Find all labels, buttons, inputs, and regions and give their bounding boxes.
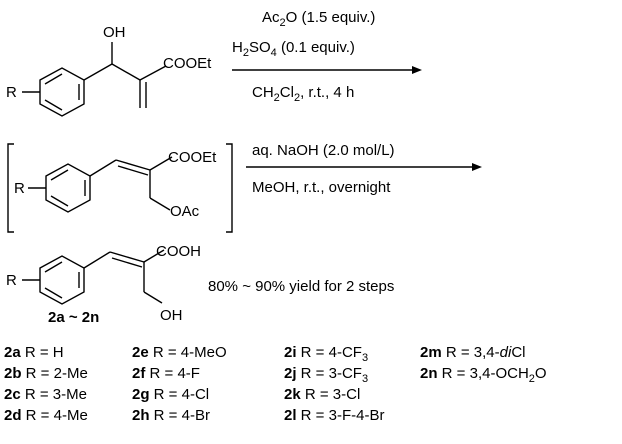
acid-bond: [143, 249, 165, 263]
entry-2a: 2a R = H: [4, 344, 64, 361]
step2-conditions: MeOH, r.t., overnight: [252, 179, 391, 196]
oh-label: OH: [103, 24, 126, 41]
yield-note: 80% ~ 90% yield for 2 steps: [208, 278, 394, 295]
arrow-head: [472, 163, 482, 171]
vinyl-bond: [89, 159, 117, 177]
step2-arrow: aq. NaOH (2.0 mol/L) MeOH, r.t., overnig…: [246, 142, 482, 196]
oac-label: OAc: [170, 203, 200, 220]
arrow-head: [412, 66, 422, 74]
ester-bond: [139, 65, 167, 81]
benzene-ring: [39, 255, 85, 305]
c-c-bond: [111, 63, 141, 81]
vinyl-bond: [83, 251, 111, 269]
entry-2f: 2f R = 4-F: [132, 365, 200, 382]
entry-2l: 2l R = 3-F-4-Br: [284, 407, 384, 424]
step1-reagent1: Ac2O (1.5 equiv.): [262, 9, 375, 29]
r-label: R: [6, 84, 17, 101]
r-label: R: [6, 272, 17, 289]
alkene-double: [111, 257, 143, 268]
cooh-label: COOH: [156, 243, 201, 260]
entry-2e: 2e R = 4-MeO: [132, 344, 227, 361]
step1-arrow: Ac2O (1.5 equiv.) H2SO4 (0.1 equiv.) CH2…: [232, 9, 422, 104]
substituent-table: 2a R = H 2b R = 2-Me 2c R = 3-Me 2d R = …: [4, 344, 547, 424]
left-bracket: [7, 143, 14, 233]
alkene-double: [117, 165, 149, 176]
ring-inner-bond: [44, 73, 63, 85]
entry-2b: 2b R = 2-Me: [4, 365, 88, 382]
step1-conditions: CH2Cl2, r.t., 4 h: [252, 84, 354, 104]
entry-2h: 2h R = 4-Br: [132, 407, 210, 424]
ring-inner-bond: [50, 195, 69, 207]
entry-2g: 2g R = 4-Cl: [132, 386, 209, 403]
ester-bond: [149, 156, 173, 171]
ring-inner-bond: [44, 261, 63, 273]
cooet-label: COOEt: [168, 149, 217, 166]
step1-reagent2: H2SO4 (0.1 equiv.): [232, 39, 355, 59]
cooet-label: COOEt: [163, 55, 212, 72]
product: R COOH OH 2a ~ 2n 80% ~ 90% yield for 2 …: [6, 243, 394, 326]
ring-inner-bond: [44, 287, 63, 299]
oac-bond: [149, 197, 171, 211]
entry-2n: 2n R = 3,4-OCH2O: [420, 365, 547, 385]
oh-bond: [143, 291, 163, 304]
alkene-bond: [109, 251, 145, 263]
entry-2j: 2j R = 3-CF3: [284, 365, 368, 385]
ch-bond: [83, 63, 113, 81]
entry-2c: 2c R = 3-Me: [4, 386, 87, 403]
r-label: R: [14, 180, 25, 197]
entry-2d: 2d R = 4-Me: [4, 407, 88, 424]
ring-inner-bond: [44, 99, 63, 111]
entry-2m: 2m R = 3,4-diCl: [420, 344, 526, 361]
product-range: 2a ~ 2n: [48, 309, 99, 326]
step2-reagent: aq. NaOH (2.0 mol/L): [252, 142, 395, 159]
benzene-ring: [39, 67, 85, 117]
starting-material: R OH COOEt: [6, 24, 212, 117]
right-bracket: [226, 143, 233, 233]
benzene-ring: [45, 163, 91, 213]
entry-2i: 2i R = 4-CF3: [284, 344, 368, 364]
intermediate: R COOEt OAc: [7, 143, 233, 233]
oh-label: OH: [160, 307, 183, 324]
entry-2k: 2k R = 3-Cl: [284, 386, 360, 403]
alkene-bond: [115, 159, 151, 171]
ring-inner-bond: [50, 169, 69, 181]
